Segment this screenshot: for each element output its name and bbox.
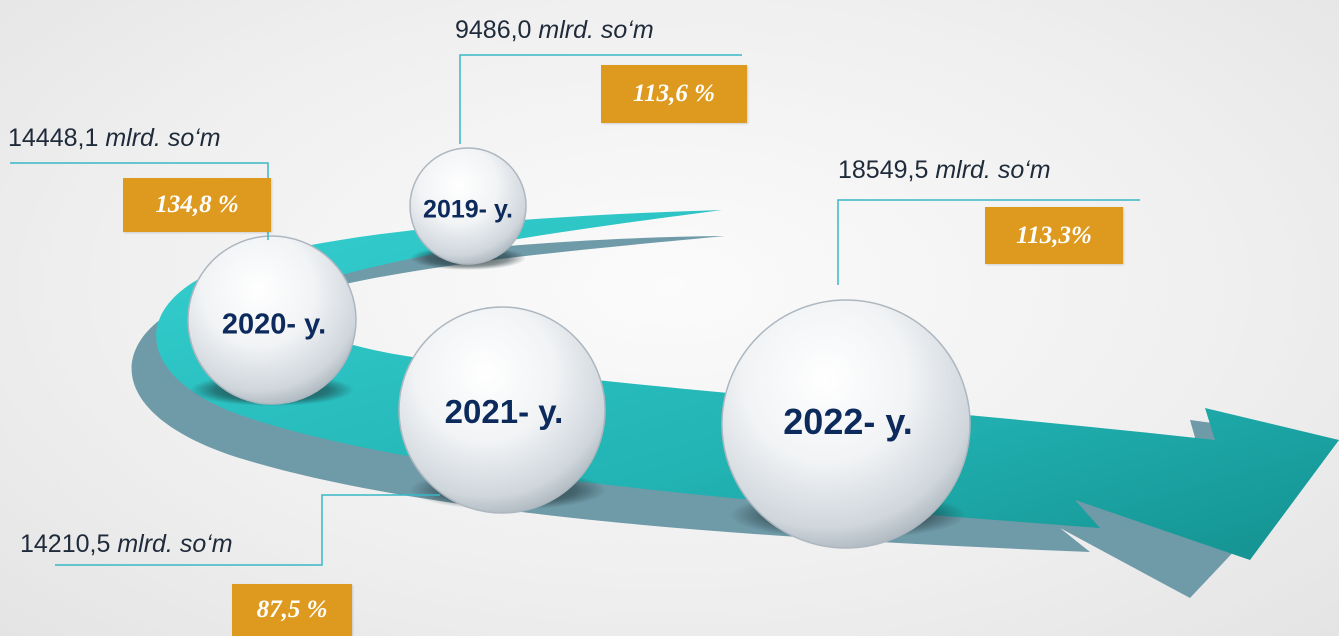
year-label-2020: 2020- y.	[221, 308, 327, 341]
year-label-2021: 2021- y.	[444, 393, 564, 430]
amount-2019: 9486,0 mlrd. so‘m	[455, 16, 654, 45]
amount-value: 14210,5	[20, 530, 111, 558]
amount-2021: 14210,5 mlrd. so‘m	[20, 530, 233, 559]
sphere-2022	[721, 299, 971, 549]
amount-unit: mlrd. so‘m	[117, 530, 233, 558]
amount-unit: mlrd. so‘m	[105, 124, 221, 152]
percent-box-2022: 113,3%	[985, 207, 1123, 264]
connector-2022	[837, 199, 1140, 285]
amount-value: 18549,5	[838, 156, 929, 184]
connector-2019	[459, 54, 742, 144]
amount-2022: 18549,5 mlrd. so‘m	[838, 156, 1051, 185]
amount-value: 9486,0	[455, 16, 532, 44]
percent-box-2019: 113,6 %	[601, 65, 747, 123]
sphere-2020	[187, 235, 357, 405]
year-label-2019: 2019- y.	[423, 195, 513, 224]
amount-2020: 14448,1 mlrd. so‘m	[8, 124, 221, 153]
connector-2021	[55, 494, 440, 566]
percent-box-2020: 134,8 %	[123, 178, 271, 232]
amount-unit: mlrd. so‘m	[538, 16, 654, 44]
sphere-2021	[398, 306, 606, 514]
percent-box-2021: 87,5 %	[232, 584, 352, 636]
amount-value: 14448,1	[8, 124, 99, 152]
sphere-2019	[409, 147, 527, 265]
amount-unit: mlrd. so‘m	[935, 156, 1051, 184]
year-label-2022: 2022- y.	[783, 401, 913, 442]
arrow-body	[156, 210, 1339, 560]
